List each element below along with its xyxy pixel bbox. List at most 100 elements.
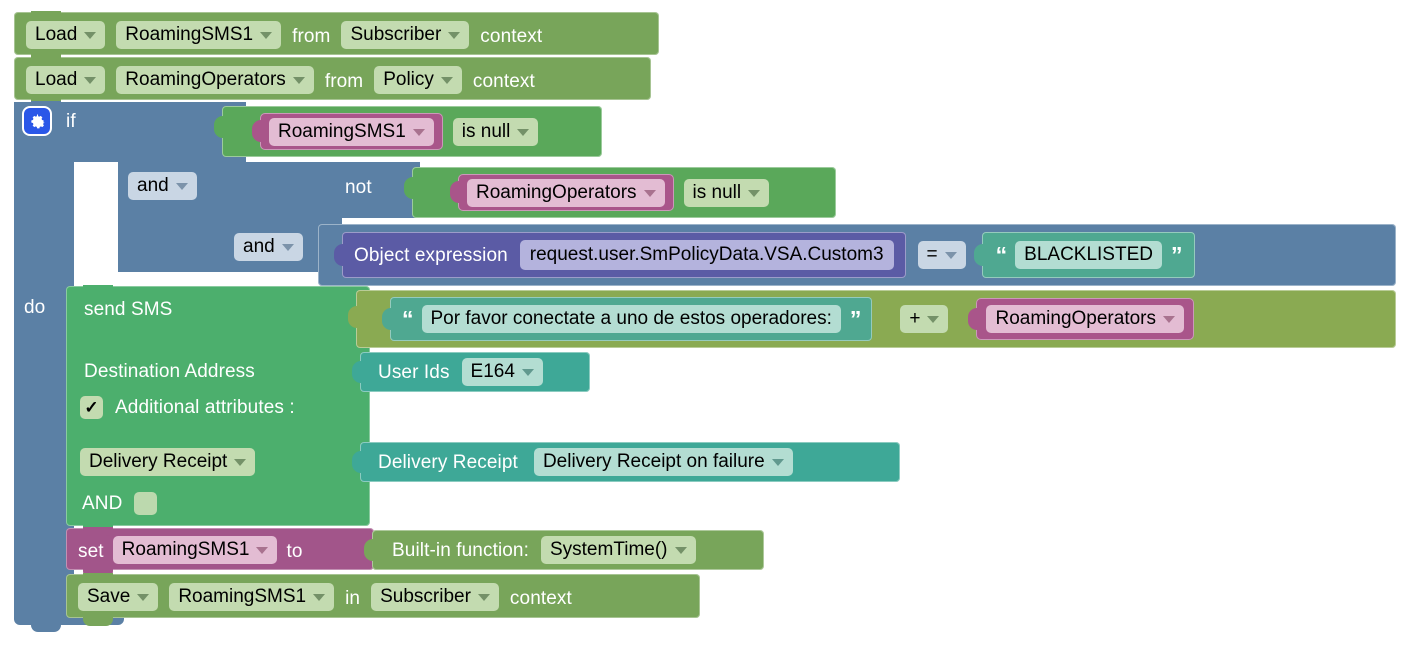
destination-user-ids-block[interactable]: User Ids E164 [352,352,590,392]
chevron-down-icon [517,128,530,136]
send-sms-title: send SMS [84,299,173,320]
block-notch-top [31,56,61,65]
block-save-context[interactable]: Save RoamingSMS1 in Subscriber context [66,573,700,626]
load-context-dropdown[interactable]: Subscriber [341,21,470,49]
variable-block-roamingoperators-concat[interactable]: RoamingOperators [968,298,1195,340]
condition-is-null-roamingoperators[interactable]: RoamingOperators is null [404,167,836,218]
and-row-checkbox[interactable] [134,492,158,515]
string-literal-block-message[interactable]: “ Por favor conectate a uno de estos ope… [382,297,873,341]
additional-attributes-row[interactable]: ✓ Additional attributes : [80,396,295,419]
attribute-selector-dropdown[interactable]: Delivery Receipt [80,448,256,476]
load-variable-label: RoamingSMS1 [125,24,254,45]
builtin-function-label: Built-in function: [392,539,529,561]
block-load-roamingoperators[interactable]: Load RoamingOperators from Policy contex… [14,56,651,108]
load-action-dropdown[interactable]: Load [26,21,106,49]
block-if-header[interactable] [14,102,246,162]
null-operator-dropdown-2[interactable]: is null [683,178,770,207]
load2-context-dropdown[interactable]: Policy [374,66,462,94]
comparator-dropdown[interactable]: = [917,241,966,269]
puzzle-tab [968,308,978,330]
string-literal-block-blacklisted[interactable]: “ BLACKLISTED ” [973,232,1196,278]
object-expression-value-field[interactable]: request.user.SmPolicyData.VSA.Custom3 [519,240,894,270]
chevron-down-icon [256,547,269,554]
chevron-down-icon [643,189,656,197]
block-if-footer-notch [31,623,61,632]
chevron-down-icon [281,244,294,251]
load2-suffix-label: context [472,70,535,92]
save-action-dropdown[interactable]: Save [78,583,159,611]
chevron-down-icon [944,252,957,259]
chevron-down-icon [234,459,247,466]
block-set-variable[interactable]: set RoamingSMS1 to [66,527,374,578]
variable-block-roamingoperators[interactable]: RoamingOperators [450,174,674,211]
quote-close-icon: ” [849,305,861,332]
save-context-dropdown[interactable]: Subscriber [371,583,499,611]
condition-object-expression-compare[interactable]: Object expression request.user.SmPolicyD… [318,224,1396,286]
save-action-label: Save [87,586,131,607]
and-attribute-row[interactable]: AND [82,492,158,515]
puzzle-tab [348,306,357,328]
set-variable-dropdown[interactable]: RoamingSMS1 [112,536,278,564]
puzzle-tab [382,308,391,330]
variable-label: RoamingOperators [995,308,1157,329]
save-variable-dropdown[interactable]: RoamingSMS1 [169,583,335,611]
set-to-label: to [286,540,303,562]
block-notch-top [83,573,113,582]
chevron-down-icon [137,594,150,601]
puzzle-tab [252,120,261,142]
sms-message-text: Por favor conectate a uno de estos opera… [430,308,832,329]
null-operator-label: is null [692,181,742,203]
sms-message-concat-block[interactable]: “ Por favor conectate a uno de estos ope… [348,290,1396,348]
variable-label: RoamingSMS1 [278,120,406,142]
chevron-down-icon [412,128,425,136]
variable-dropdown-roamingsms1[interactable]: RoamingSMS1 [269,117,434,146]
and-joiner-label: and [243,236,275,257]
concat-operator-dropdown[interactable]: + [900,305,949,333]
builtin-function-dropdown[interactable]: SystemTime() [540,536,696,564]
string-literal-field[interactable]: BLACKLISTED [1015,241,1162,269]
builtin-function-name: SystemTime() [549,539,668,560]
chevron-down-icon [260,32,273,39]
null-operator-dropdown[interactable]: is null [452,117,539,146]
condition-is-null-roamingsms1[interactable]: RoamingSMS1 is null [214,106,602,157]
object-expression-block[interactable]: Object expression request.user.SmPolicyD… [334,232,906,278]
user-ids-format-dropdown[interactable]: E164 [461,358,543,386]
block-notch-top [31,11,61,20]
set-variable-label: RoamingSMS1 [121,539,250,560]
null-operator-label: is null [461,120,511,142]
builtin-function-block[interactable]: Built-in function: SystemTime() [364,530,764,570]
quote-open-icon: “ [402,305,413,332]
load2-variable-label: RoamingOperators [125,69,286,90]
and-joiner-dropdown-1[interactable]: and [128,172,197,200]
additional-attributes-checkbox[interactable]: ✓ [80,396,103,419]
chevron-down-icon [292,77,305,84]
delivery-receipt-value-block[interactable]: Delivery Receipt Delivery Receipt on fai… [352,442,900,482]
load2-action-label: Load [35,69,78,90]
gear-icon[interactable] [24,108,50,134]
delivery-receipt-label: Delivery Receipt [378,451,518,473]
load-action-label: Load [35,24,78,45]
load2-action-dropdown[interactable]: Load [26,66,106,94]
variable-dropdown-roamingoperators-concat[interactable]: RoamingOperators [986,305,1185,333]
block-send-sms[interactable]: send SMS Destination Address ✓ Additiona… [66,285,370,534]
sms-message-field[interactable]: Por favor conectate a uno de estos opera… [421,305,841,333]
chevron-down-icon [84,77,97,84]
block-load-roamingsms1[interactable]: Load RoamingSMS1 from Subscriber context [14,11,659,63]
variable-block-roamingsms1[interactable]: RoamingSMS1 [252,113,443,150]
load2-context-label: Policy [383,69,434,90]
variable-dropdown-roamingoperators[interactable]: RoamingOperators [467,178,665,207]
chevron-down-icon [477,594,490,601]
load-variable-dropdown[interactable]: RoamingSMS1 [116,21,282,49]
puzzle-tab [334,244,343,266]
load2-variable-dropdown[interactable]: RoamingOperators [116,66,314,94]
and-joiner-dropdown-2[interactable]: and [234,233,303,261]
attribute-selector-label: Delivery Receipt [89,451,228,472]
object-expression-value: request.user.SmPolicyData.VSA.Custom3 [529,244,884,265]
load-context-label: Subscriber [350,24,442,45]
puzzle-tab [973,244,983,266]
chevron-down-icon [175,183,188,190]
block-if-controls[interactable] [14,101,74,625]
delivery-receipt-value-dropdown[interactable]: Delivery Receipt on failure [533,448,793,476]
user-ids-format-label: E164 [470,361,515,382]
